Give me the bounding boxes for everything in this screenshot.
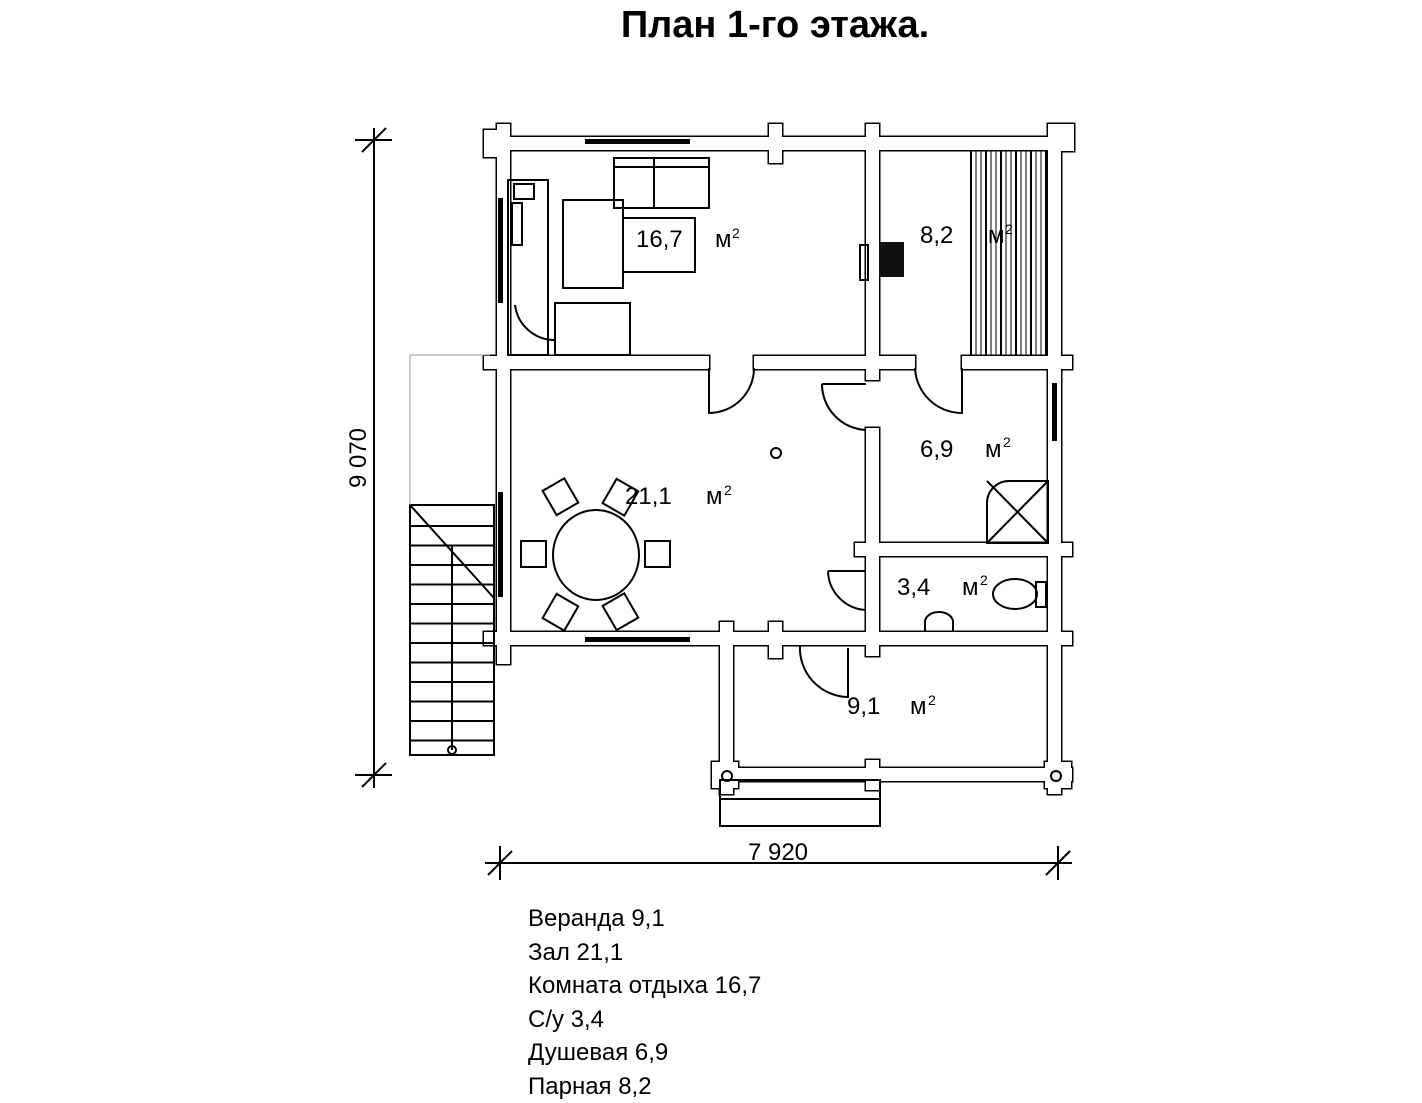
svg-text:2: 2 bbox=[732, 225, 740, 241]
svg-text:8,2: 8,2 bbox=[920, 222, 953, 249]
svg-text:м: м bbox=[962, 574, 979, 601]
svg-text:м: м bbox=[988, 222, 1005, 249]
shower-tray bbox=[987, 481, 1048, 543]
doors bbox=[709, 368, 962, 697]
legend-item: Зал 21,1 bbox=[528, 936, 761, 970]
room-legend: Веранда 9,1 Зал 21,1 Комната отдыха 16,7… bbox=[528, 902, 761, 1103]
svg-text:м: м bbox=[985, 436, 1002, 463]
stove-icon bbox=[879, 242, 904, 277]
svg-text:3,4: 3,4 bbox=[897, 574, 930, 601]
svg-text:м: м bbox=[715, 226, 732, 253]
svg-text:2: 2 bbox=[1005, 221, 1013, 237]
svg-text:2: 2 bbox=[724, 482, 732, 498]
svg-text:2: 2 bbox=[928, 692, 936, 708]
svg-text:16,7: 16,7 bbox=[636, 226, 683, 253]
svg-text:9,1: 9,1 bbox=[847, 693, 880, 720]
svg-text:2: 2 bbox=[980, 572, 988, 588]
dimension-height-label: 9 070 bbox=[345, 428, 372, 488]
sauna-bench bbox=[971, 150, 1046, 356]
dimension-width-label: 7 920 bbox=[748, 839, 808, 866]
stairs bbox=[410, 505, 494, 755]
entry-steps bbox=[720, 780, 880, 826]
furniture-sofa bbox=[508, 158, 709, 355]
legend-item: Веранда 9,1 bbox=[528, 902, 761, 936]
legend-item: Парная 8,2 bbox=[528, 1070, 761, 1103]
svg-text:м: м bbox=[910, 693, 927, 720]
svg-text:2: 2 bbox=[1003, 434, 1011, 450]
legend-item: С/у 3,4 bbox=[528, 1003, 761, 1037]
svg-text:21,1: 21,1 bbox=[625, 483, 672, 510]
legend-item: Комната отдыха 16,7 bbox=[528, 969, 761, 1003]
svg-text:6,9: 6,9 bbox=[920, 436, 953, 463]
svg-text:м: м bbox=[706, 483, 723, 510]
windows bbox=[498, 139, 1057, 642]
legend-item: Душевая 6,9 bbox=[528, 1036, 761, 1070]
ceiling-lamp-icon bbox=[771, 448, 781, 458]
